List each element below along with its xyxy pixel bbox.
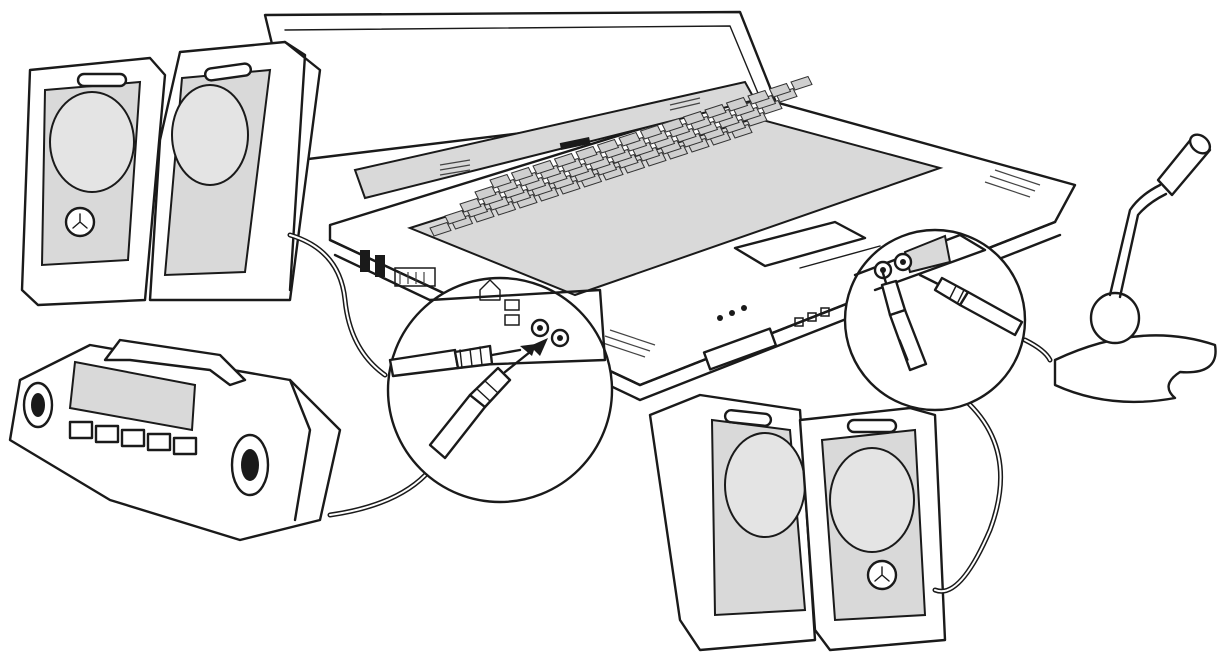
keyboard-key [661,117,684,133]
jack-zoom-left-icon [386,276,614,504]
keyboard-key [790,75,813,91]
microphone-icon [1053,133,1217,404]
cables [287,232,1053,594]
keyboard-key [575,145,598,161]
keyboard-key [459,197,482,213]
jack-zoom-right-icon [843,228,1027,412]
keyboard-key [510,166,534,182]
keyboard-keys [429,75,813,237]
keyboard-key [618,131,641,147]
keyboard-key [532,159,555,175]
audio-plug-icon [918,273,1024,337]
audio-plug-icon [880,268,928,372]
keyboard-key [489,173,512,189]
boombox-icon [8,338,342,542]
keyboard-key [725,96,749,112]
keyboard-key [429,221,452,237]
left-speaker-pair-icon [20,40,322,307]
audio-plug-icon [388,344,536,378]
keyboard-key [747,89,770,105]
boombox-buttons [68,420,198,456]
keyboard-key [596,138,620,154]
keyboard-key [553,152,577,168]
keyboard-key [639,124,663,140]
audio-plug-icon [428,338,548,460]
keyboard-key [444,209,467,225]
keyboard-key [704,103,727,119]
keyboard-key [474,185,497,201]
right-speaker-pair-icon [648,393,947,652]
keyboard-key [768,82,792,98]
keyboard-key [682,110,706,126]
